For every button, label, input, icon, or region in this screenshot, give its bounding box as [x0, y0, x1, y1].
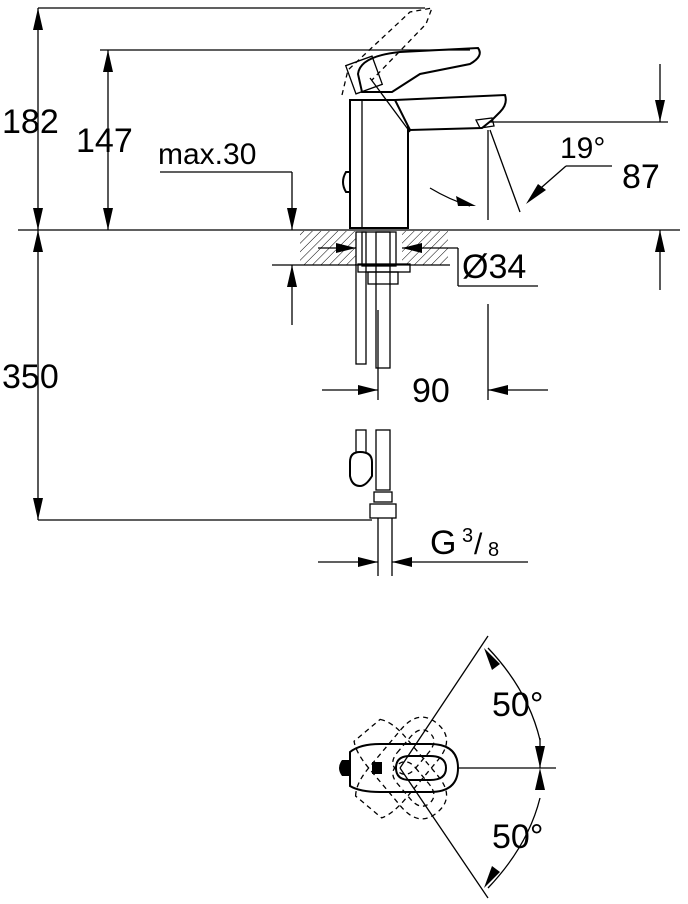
faucet-top-view: 50° 50°: [339, 635, 556, 899]
dim-label-g: G: [430, 524, 456, 562]
faucet-side-view: [341, 7, 507, 576]
dim-label-g-num: 3: [462, 525, 473, 547]
dim-label-max30: max.30: [158, 138, 256, 171]
dim-label-350: 350: [2, 358, 59, 396]
dimension-87: 87: [490, 64, 668, 290]
dim-label-147: 147: [76, 122, 133, 160]
rotation-label-down: 50°: [492, 818, 543, 856]
dim-label-182: 182: [2, 103, 59, 141]
dimension-diameter-34: Ø34: [318, 243, 538, 287]
rotation-label-up: 50°: [492, 686, 543, 724]
dimension-angle-19: 19°: [429, 129, 612, 220]
dimension-max30: max.30: [158, 138, 297, 325]
dim-label-90: 90: [412, 372, 450, 410]
dimension-147: 147: [76, 49, 470, 230]
dim-label-g-slash: /: [474, 528, 483, 561]
dim-label-87: 87: [622, 158, 660, 196]
dim-label-34: Ø34: [462, 248, 526, 286]
dimension-g38: G 3 / 8: [318, 524, 528, 567]
dim-label-19: 19°: [560, 132, 605, 165]
dimension-350: 350: [2, 230, 372, 521]
dimension-90: 90: [322, 304, 548, 410]
dim-label-g-den: 8: [488, 539, 499, 561]
dimension-182: 182: [2, 7, 425, 230]
